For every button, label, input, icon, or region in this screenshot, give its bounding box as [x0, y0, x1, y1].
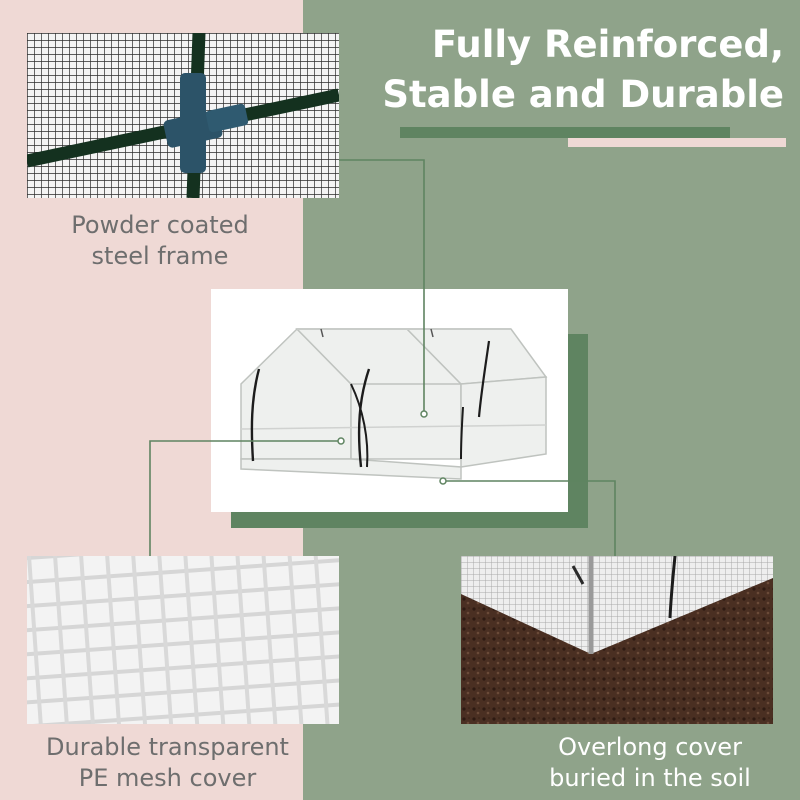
frame-caption-line-1: Powder coated	[71, 211, 249, 239]
frame-caption: Powder coated steel frame	[50, 210, 270, 272]
callout-dot-soil	[439, 477, 447, 485]
greenhouse-photo	[211, 289, 568, 512]
headline-line-1: Fully Reinforced,	[431, 23, 784, 66]
callout-dot-mesh	[337, 437, 345, 445]
accent-bar-green	[400, 127, 730, 138]
soil-caption-line-2: buried in the soil	[549, 764, 751, 792]
soil-caption: Overlong cover buried in the soil	[520, 732, 780, 794]
frame-caption-line-2: steel frame	[91, 242, 229, 270]
accent-bar-pink	[568, 138, 786, 147]
mesh-caption-line-1: Durable transparent	[46, 733, 289, 761]
mesh-caption: Durable transparent PE mesh cover	[35, 732, 300, 794]
soil-closeup-image	[461, 556, 773, 724]
headline: Fully Reinforced, Stable and Durable	[364, 20, 784, 120]
callout-dot-frame	[420, 410, 428, 418]
soil-caption-line-1: Overlong cover	[558, 733, 742, 761]
headline-line-2: Stable and Durable	[382, 73, 784, 116]
mesh-caption-line-2: PE mesh cover	[78, 764, 257, 792]
frame-joint-image	[27, 33, 339, 198]
mesh-closeup-image	[27, 556, 339, 724]
